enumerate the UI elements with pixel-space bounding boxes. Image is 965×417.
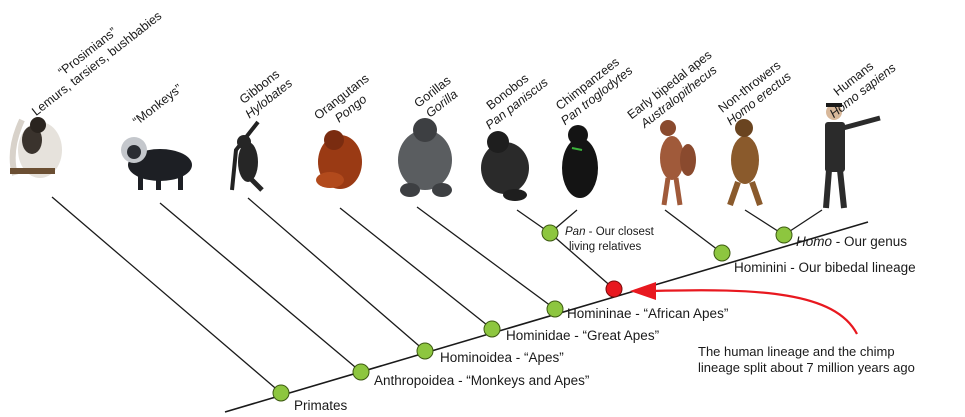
taxon-label-orangutans: OrangutansPongo: [311, 71, 380, 134]
taxon-label-non-throwers: Non-throwersHomo erectus: [715, 57, 794, 128]
lemur-icon: [10, 117, 62, 178]
label-homo-rest: - Our genus: [832, 234, 907, 249]
node-hominoidea: [417, 343, 433, 359]
label-anthropoidea: Anthropoidea - “Monkeys and Apes”: [374, 373, 589, 388]
taxon-label-prosimians: “Prosimians”Lemurs, tarsiers, bushbabies: [20, 0, 164, 119]
node-homo: [776, 227, 792, 243]
branch-australopithecus: [665, 210, 722, 253]
branch-monkeys: [160, 203, 361, 372]
taxon-label-gorillas: GorillasGorilla: [412, 73, 463, 122]
branch-prosimians: [52, 197, 281, 393]
gibbon-icon: [232, 122, 262, 190]
australopithecus-icon: [660, 120, 696, 205]
label-hominini: Hominini - Our bibedal lineage: [734, 260, 916, 275]
label-hominoidea: Hominoidea - “Apes”: [440, 350, 564, 365]
node-anthropoidea: [353, 364, 369, 380]
label-homo: Homo - Our genus: [796, 234, 907, 249]
node-pan: [542, 225, 558, 241]
node-hominidae: [484, 321, 500, 337]
taxon-label-humans: HumansHomo sapiens: [818, 49, 899, 121]
taxon-label-chimpanzees: ChimpanzeesPan troglodytes: [549, 52, 635, 128]
node-homininae: [547, 301, 563, 317]
chimpanzee-icon: [562, 125, 598, 198]
taxon-label-bonobos: BonobosPan paniscus: [474, 63, 551, 132]
label-homininae: Homininae - “African Apes”: [567, 306, 728, 321]
label-hominidae: Hominidae - “Great Apes”: [506, 328, 659, 343]
bonobo-icon: [481, 131, 529, 201]
label-pan-line2: living relatives: [569, 241, 641, 253]
gorilla-icon: [398, 118, 452, 197]
node-primates: [273, 385, 289, 401]
taxon-label-early-bipedal: Early bipedal apesAustralopithecus: [625, 48, 724, 134]
label-homo-genus: Homo: [796, 234, 833, 249]
label-pan-rest: - Our closest: [585, 226, 654, 238]
orangutan-icon: [316, 130, 362, 189]
taxon-labels: “Prosimians”Lemurs, tarsiers, bushbabies…: [20, 0, 899, 134]
split-annotation-line2: lineage split about 7 million years ago: [698, 360, 915, 375]
homo-erectus-icon: [730, 119, 760, 205]
taxon-label-monkeys: “Monkeys”: [130, 81, 185, 128]
taxon-label-line: Lemurs, tarsiers, bushbabies: [29, 9, 164, 119]
monkey-icon: [121, 137, 192, 190]
taxon-label-gibbons: GibbonsHylobates: [233, 64, 295, 121]
branch-orangutans: [340, 208, 492, 329]
node-hominini: [714, 245, 730, 261]
label-pan: Pan - Our closest: [565, 226, 655, 238]
node-human-chimp-split: [606, 281, 622, 297]
label-pan-genus: Pan: [565, 226, 585, 238]
label-primates: Primates: [294, 398, 348, 413]
split-annotation-line1: The human lineage and the chimp: [698, 344, 895, 359]
taxon-label-line: “Monkeys”: [130, 81, 185, 128]
branch-gibbons: [248, 198, 425, 351]
